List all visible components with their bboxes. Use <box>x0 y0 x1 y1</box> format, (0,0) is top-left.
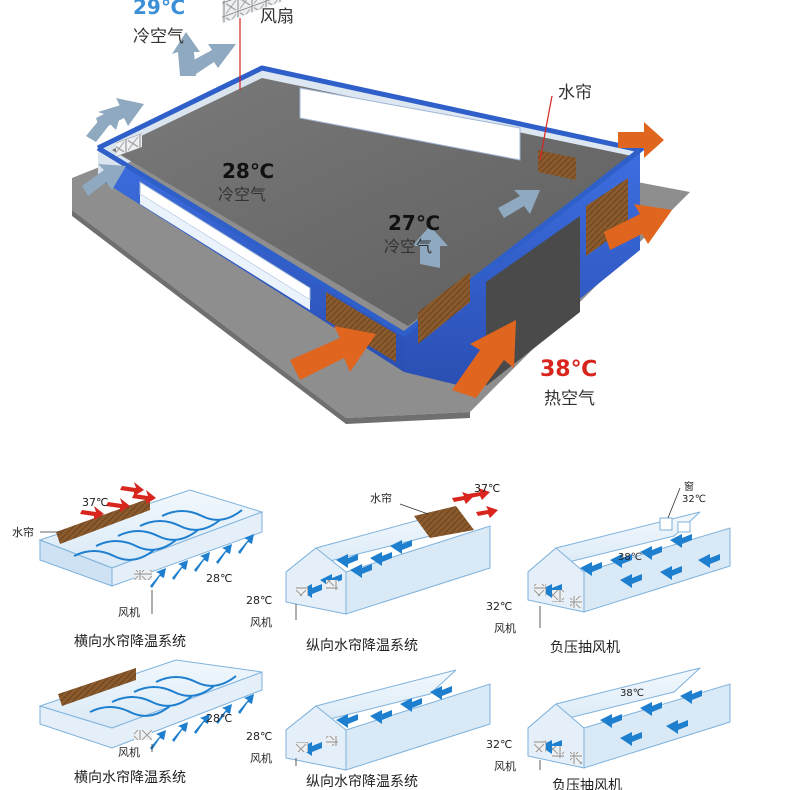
p1-curtain-label: 水帘 <box>12 525 34 539</box>
panel-negative-pressure-2 <box>527 667 731 770</box>
p5-fan-label: 风机 <box>250 751 272 765</box>
hot-air-arrows <box>290 122 672 398</box>
cooling-pad <box>56 498 150 544</box>
p6-outlet-temp: 32℃ <box>486 738 512 751</box>
p2-outlet-temp: 28℃ <box>246 594 272 607</box>
p4-fan-label: 风机 <box>118 745 140 759</box>
p2-caption: 纵向水帘降温系统 <box>306 638 418 654</box>
cooling-pad <box>414 506 474 538</box>
p2-inlet-temp: 37℃ <box>474 482 500 495</box>
p2-fan-label: 风机 <box>250 615 272 629</box>
p1-outlet-temp: 28℃ <box>206 572 232 585</box>
hot-arrow <box>618 122 664 158</box>
cold-arrow <box>412 226 448 268</box>
p5-caption: 纵向水帘降温系统 <box>306 774 418 790</box>
cold-arrow <box>172 32 200 76</box>
hot-air-label: 热空气 <box>544 389 595 409</box>
p2-curtain-label: 水帘 <box>370 491 392 505</box>
top-air-label: 冷空气 <box>133 27 184 47</box>
hot-inflow-arrows <box>452 488 498 518</box>
exhaust-flow-arrows <box>540 690 702 754</box>
far-wall-windows <box>299 87 521 161</box>
panel-transverse-1 <box>38 482 264 614</box>
p1-fan-label: 风机 <box>118 605 140 619</box>
hot-arrow <box>290 326 376 380</box>
p3-outlet-temp: 32℃ <box>486 600 512 613</box>
mid-temperature-2: 27℃ <box>388 211 440 235</box>
panel-longitudinal-2 <box>285 669 491 771</box>
p3-window-temp: 32℃ <box>682 494 706 505</box>
p5-outlet-temp: 28℃ <box>246 730 272 743</box>
cold-outflow-arrows <box>150 534 254 588</box>
p3-window-label: 窗 <box>684 480 694 493</box>
cold-arrow <box>82 164 126 196</box>
airflow-waves <box>89 675 237 717</box>
roof-rim <box>96 65 646 338</box>
curtain-label: 水帘 <box>558 83 592 103</box>
cold-arrow <box>190 44 236 74</box>
cooling-pad <box>58 668 136 706</box>
panel-transverse-2 <box>38 659 263 752</box>
p3-fan-label: 风机 <box>494 621 516 635</box>
p6-fan-label: 风机 <box>494 759 516 773</box>
p4-caption: 横向水帘降温系统 <box>74 770 186 786</box>
top-temperature: 29℃ <box>133 0 185 19</box>
fan-array <box>116 0 282 157</box>
p1-inlet-temp: 37℃ <box>82 496 108 509</box>
cold-arrow <box>86 104 124 142</box>
cold-outflow-arrows <box>150 694 254 750</box>
p4-outlet-temp: 28℃ <box>206 712 232 725</box>
p3-inner-temp: 38℃ <box>618 552 642 563</box>
p6-caption: 负压抽风机 <box>552 778 622 790</box>
fan-label: 风扇 <box>260 7 294 27</box>
cold-air-arrows <box>82 32 540 268</box>
curtain-callout-line <box>539 95 553 161</box>
mid-air-label-2: 冷空气 <box>384 237 432 256</box>
panel-negative-pressure-1 <box>527 487 731 628</box>
mid-temperature-1: 28℃ <box>222 159 274 183</box>
cold-arrow <box>498 190 540 218</box>
mid-air-label-1: 冷空气 <box>218 185 266 204</box>
left-wall-windows <box>139 181 311 310</box>
hot-temperature: 38℃ <box>540 357 597 382</box>
airflow-waves <box>73 509 243 561</box>
panel-longitudinal-1 <box>285 488 498 620</box>
cold-flow-arrows <box>300 540 412 598</box>
hot-arrow <box>452 320 516 398</box>
hot-arrow <box>604 204 672 250</box>
hot-inflow-arrows <box>80 482 156 520</box>
cooling-pads <box>326 150 628 362</box>
p1-caption: 横向水帘降温系统 <box>74 634 186 650</box>
p3-caption: 负压抽风机 <box>550 640 620 656</box>
main-building-illustration <box>72 0 690 424</box>
p6-inner-temp: 38℃ <box>620 688 644 699</box>
